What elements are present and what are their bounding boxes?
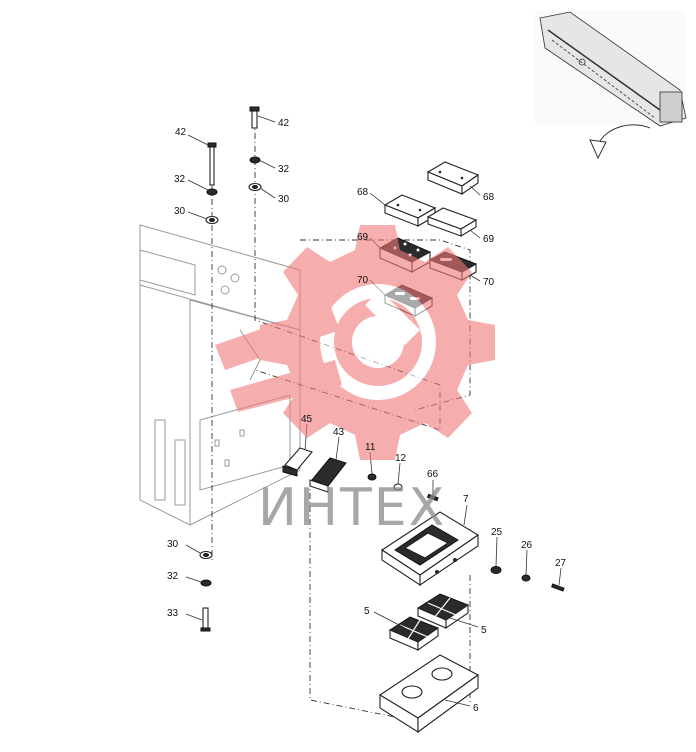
callout-69-right: 69 — [483, 234, 495, 245]
bolt-66 — [426, 493, 439, 502]
pad-5-right — [416, 593, 470, 630]
callout-68-right: 68 — [483, 192, 495, 203]
callout-66: 66 — [427, 469, 439, 480]
callout-5-right: 5 — [481, 625, 487, 636]
machine-frame — [139, 224, 301, 526]
washer-26 — [521, 574, 531, 582]
callout-7: 7 — [463, 494, 469, 505]
callout-32-right: 32 — [278, 164, 290, 175]
callout-30-bottom: 30 — [167, 539, 179, 550]
callout-labels: 42 42 32 32 30 30 68 68 69 69 70 70 45 4… — [167, 118, 567, 714]
callout-42-right: 42 — [278, 118, 290, 129]
plate-45 — [282, 447, 313, 477]
callout-12: 12 — [395, 453, 407, 464]
washer-25 — [490, 566, 502, 574]
pad-5-left — [388, 616, 440, 652]
callout-11: 11 — [365, 442, 376, 453]
bolt-33 — [200, 607, 211, 632]
pad-68-left — [383, 194, 437, 227]
washer-32-right — [249, 156, 261, 164]
callout-32-bottom: 32 — [167, 571, 179, 582]
callout-30-left: 30 — [174, 206, 186, 217]
callout-70-right: 70 — [483, 277, 495, 288]
callout-69-left: 69 — [357, 232, 369, 243]
callout-42-left: 42 — [175, 127, 187, 138]
washer-30-left — [205, 215, 219, 225]
pad-69-right — [426, 207, 478, 237]
bolt-42-right — [249, 106, 260, 129]
callout-70-left: 70 — [357, 275, 369, 286]
machine-thumbnail — [535, 10, 687, 127]
washer-30-right — [248, 182, 262, 192]
callout-45: 45 — [301, 414, 313, 425]
plate-43 — [309, 457, 347, 493]
callout-26: 26 — [521, 540, 533, 551]
callout-43: 43 — [333, 427, 345, 438]
callout-32-left: 32 — [174, 174, 186, 185]
washer-32-left — [206, 188, 218, 196]
callout-30-right: 30 — [278, 194, 290, 205]
watermark-text: ИНТЕХ — [258, 478, 446, 538]
washer-30-bottom — [199, 550, 213, 560]
watermark-logo — [215, 225, 495, 460]
bolt-27 — [551, 583, 565, 592]
bracket-7 — [380, 511, 480, 587]
callout-5-left: 5 — [364, 606, 370, 617]
location-arrow — [589, 124, 651, 160]
callout-33: 33 — [167, 608, 179, 619]
bolt-42-left — [207, 142, 217, 186]
pad-68-top — [426, 161, 480, 196]
callout-68-left: 68 — [357, 187, 369, 198]
callout-6: 6 — [473, 703, 479, 714]
callout-25: 25 — [491, 527, 503, 538]
base-plate-6 — [378, 654, 480, 734]
callout-27: 27 — [555, 558, 567, 569]
washer-32-bottom — [200, 579, 212, 587]
